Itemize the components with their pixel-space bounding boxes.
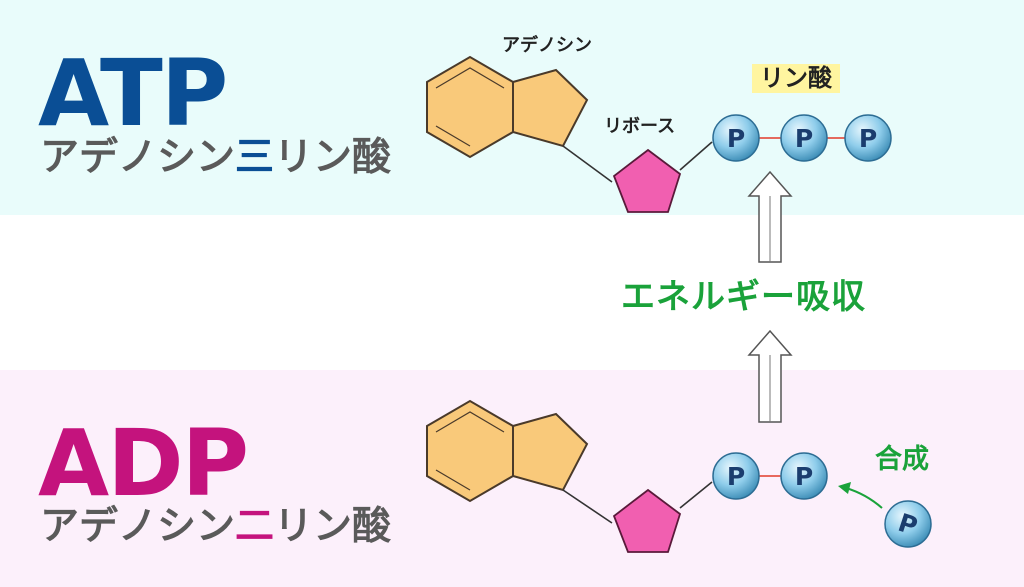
atp-ribose-icon [612, 148, 682, 213]
adp-molecule: P P P [426, 399, 932, 553]
atp-adenine-icon [426, 55, 589, 159]
adp-phosphate-2-icon: P [780, 452, 828, 500]
adp-phosphate-2-symbol: P [795, 462, 813, 491]
atp-full-name: アデノシン三リン酸 [40, 138, 391, 177]
adp-full-name: アデノシン二リン酸 [40, 507, 391, 546]
adp-phosphate-1-icon: P [712, 452, 760, 500]
adp-ribose-icon [612, 488, 682, 553]
atp-name-count: 三 [235, 135, 275, 180]
synthesis-label: 合成 [875, 444, 929, 475]
adp-title: ADP [38, 410, 249, 517]
synthesis-arrow-icon [838, 482, 883, 509]
atp-phosphate-2-symbol: P [795, 124, 813, 153]
atp-phosphate-3-icon: P [844, 114, 892, 162]
atp-molecule: P P P [426, 55, 892, 213]
adp-name-count: 二 [235, 504, 275, 549]
ribose-label: リボース [604, 116, 676, 137]
atp-phosphate-3-symbol: P [859, 124, 877, 153]
atp-phosphate-1-icon: P [712, 114, 760, 162]
energy-absorption-label: エネルギー吸収 [621, 277, 866, 317]
upper-arrow-icon [747, 170, 793, 263]
incoming-phosphate-icon: P [884, 500, 932, 548]
lower-arrow-icon [747, 329, 793, 423]
phosphate-label: リン酸 [752, 64, 840, 93]
atp-phosphate-1-symbol: P [727, 124, 745, 153]
adp-name-prefix: アデノシン [40, 504, 236, 549]
adenosine-label: アデノシン [502, 35, 592, 56]
atp-phosphate-2-icon: P [780, 114, 828, 162]
atp-name-suffix: リン酸 [274, 135, 392, 180]
atp-name-prefix: アデノシン [40, 135, 236, 180]
adp-adenine-icon [426, 399, 589, 503]
adp-name-suffix: リン酸 [274, 504, 392, 549]
adp-phosphate-1-symbol: P [727, 462, 745, 491]
adp-section-background [0, 370, 1024, 587]
atp-title: ATP [38, 40, 228, 147]
